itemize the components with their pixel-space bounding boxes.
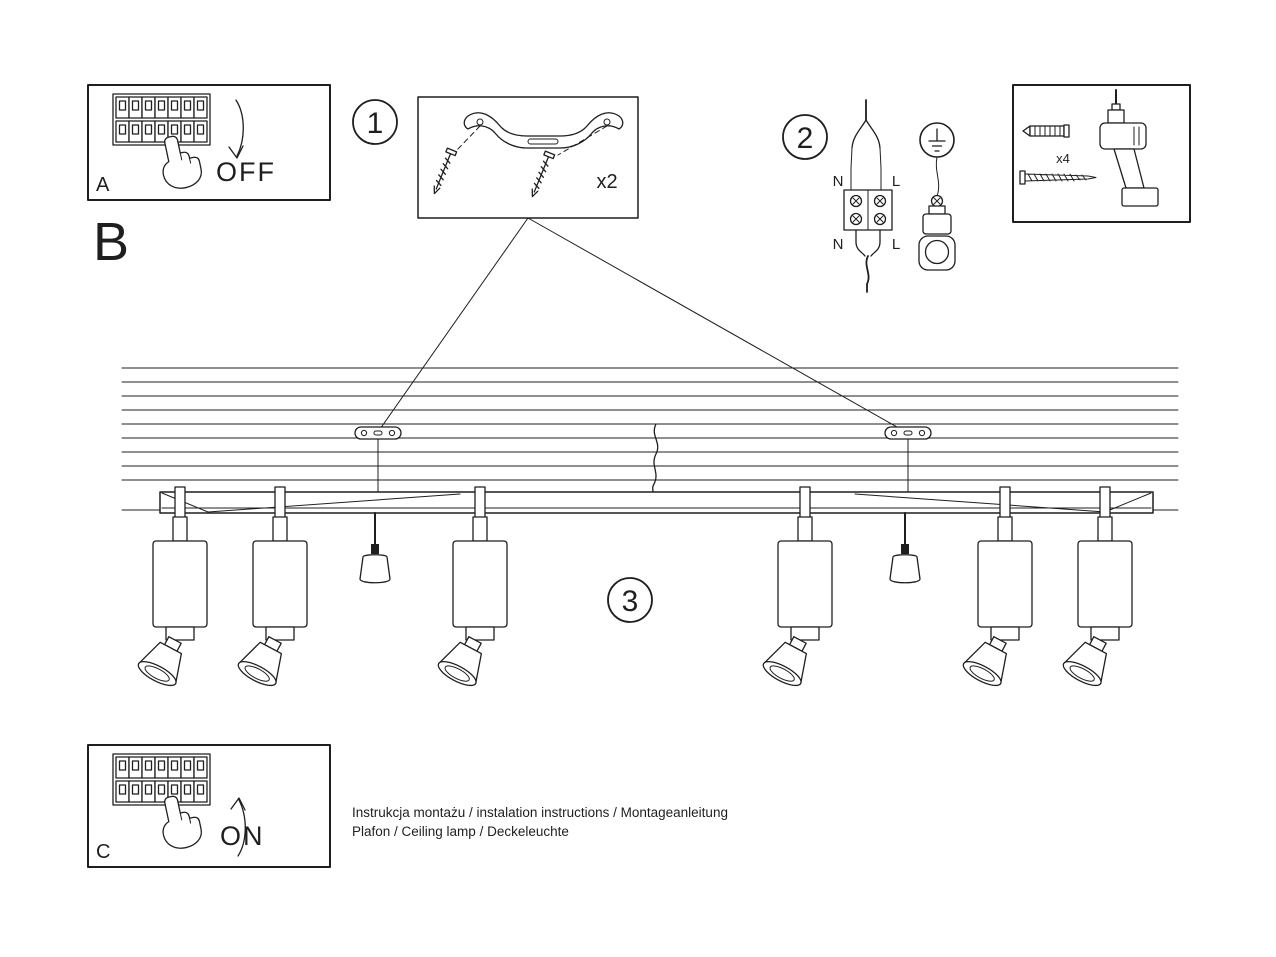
spotlight	[759, 516, 833, 691]
leader-dash-right	[557, 125, 608, 156]
drill-icon	[1099, 89, 1159, 207]
lamp-wires-icon	[855, 229, 881, 293]
wire-l-bottom-label: L	[892, 236, 900, 253]
ceiling-bracket-icon	[884, 426, 932, 440]
circuit-breaker-panel-icon	[113, 94, 210, 145]
track-clamp	[799, 486, 811, 520]
step3-number: 3	[622, 585, 639, 618]
wire-l-top-label: L	[892, 173, 900, 190]
spotlight	[959, 516, 1033, 691]
off-label: OFF	[216, 157, 276, 187]
power-cable-icon	[651, 423, 659, 494]
breaker-box-c: ON C	[87, 744, 331, 868]
ground-symbol-icon	[919, 122, 955, 158]
footer-line1: Instrukcja montażu / instalation instruc…	[352, 805, 728, 820]
ceiling-bracket-icon	[354, 426, 402, 440]
spotlight	[134, 516, 208, 691]
ceiling-hook-icon	[918, 194, 956, 271]
step3-group: 3	[607, 577, 653, 623]
mounting-strap-icon	[463, 112, 624, 149]
wall-plug-icon	[1022, 124, 1070, 138]
tools-box: x4	[1012, 84, 1191, 223]
quantity-x2-label: x2	[596, 171, 617, 193]
canopy-cup-icon	[359, 512, 391, 584]
box-c-label: C	[96, 841, 110, 863]
footer-line2: Plafon / Ceiling lamp / Deckeleuchte	[352, 824, 569, 839]
circuit-breaker-panel-icon	[113, 754, 210, 805]
step2-badge	[782, 114, 828, 160]
breaker-box-a: OFF A	[87, 84, 331, 201]
supply-wires-icon	[850, 99, 882, 191]
spotlight	[234, 516, 308, 691]
screw-icon	[1019, 170, 1097, 185]
wire-n-bottom-label: N	[833, 236, 844, 253]
step3-badge	[607, 577, 653, 623]
section-b-label: B	[93, 212, 129, 272]
track-clamp	[274, 486, 286, 520]
quantity-x4-label: x4	[1056, 151, 1070, 166]
canopy-cup-icon	[889, 512, 921, 584]
ground-wire	[935, 156, 940, 197]
on-label: ON	[220, 821, 265, 851]
leader-line-left-bracket	[379, 217, 529, 430]
step1-number: 1	[367, 107, 384, 140]
step2-number: 2	[797, 122, 814, 155]
track-clamp	[999, 486, 1011, 520]
wire-n-top-label: N	[833, 173, 844, 190]
ceiling-hatch	[121, 367, 1179, 511]
spotlight	[434, 516, 508, 691]
track-clamp	[474, 486, 486, 520]
step2-group: 2 N L N L	[782, 99, 956, 293]
track-clamp	[1099, 486, 1111, 520]
box-a-label: A	[96, 174, 110, 196]
step1-badge	[352, 99, 398, 145]
leader-dash-left	[455, 125, 481, 152]
step1-group: 1 x2	[352, 96, 905, 432]
terminal-block-icon	[843, 189, 893, 231]
drop-wires	[377, 438, 909, 493]
track-clamp	[174, 486, 186, 520]
spotlight	[1059, 516, 1133, 691]
leader-line-right-bracket	[527, 217, 905, 432]
